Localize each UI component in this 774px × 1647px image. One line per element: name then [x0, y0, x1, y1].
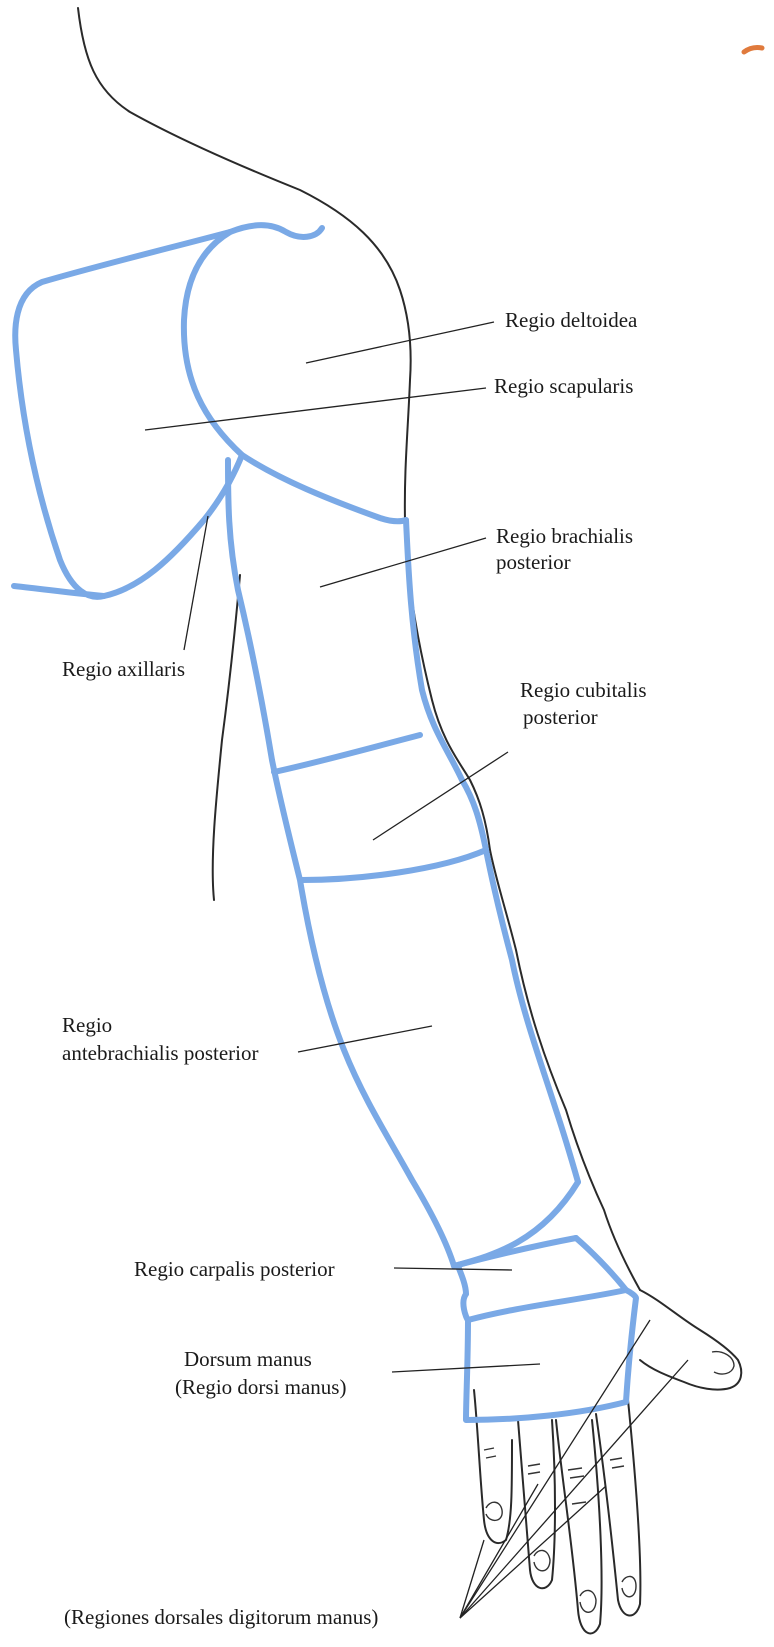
label-regio-antebrachialis-line1: Regio — [62, 1012, 112, 1038]
scapular-region-border — [14, 225, 322, 597]
label-regiones-digitorum: (Regiones dorsales digitorum manus) — [64, 1604, 378, 1630]
label-regio-axillaris: Regio axillaris — [62, 656, 185, 682]
brachial-cubital-border — [274, 735, 420, 772]
label-dorsum-manus-line2: (Regio dorsi manus) — [175, 1374, 346, 1400]
accent-mark — [744, 48, 762, 53]
label-regio-scapularis: Regio scapularis — [494, 373, 633, 399]
label-regio-brachialis-line2: posterior — [496, 549, 571, 575]
carpal-dorsum-border — [463, 1290, 626, 1320]
leader-brachialis — [320, 538, 486, 587]
deltoid-region-border — [184, 232, 406, 521]
label-regio-cubitalis-line1: Regio cubitalis — [520, 677, 647, 703]
leader-antebrachialis — [298, 1026, 432, 1052]
label-regio-carpalis: Regio carpalis posterior — [134, 1256, 335, 1282]
label-regio-cubitalis-line2: posterior — [523, 704, 598, 730]
label-regio-brachialis-line1: Regio brachialis — [496, 523, 633, 549]
label-dorsum-manus-line1: Dorsum manus — [184, 1346, 312, 1372]
leader-cubitalis — [373, 752, 508, 840]
label-regio-antebrachialis-line2: antebrachialis posterior — [62, 1040, 259, 1066]
label-regio-deltoidea: Regio deltoidea — [505, 307, 637, 333]
cubital-antebrachial-border — [302, 850, 486, 880]
arm-lateral-border — [406, 520, 578, 1182]
leader-deltoidea — [306, 322, 494, 363]
dorsum-manus-border — [466, 1290, 636, 1420]
region-borders — [14, 225, 636, 1420]
